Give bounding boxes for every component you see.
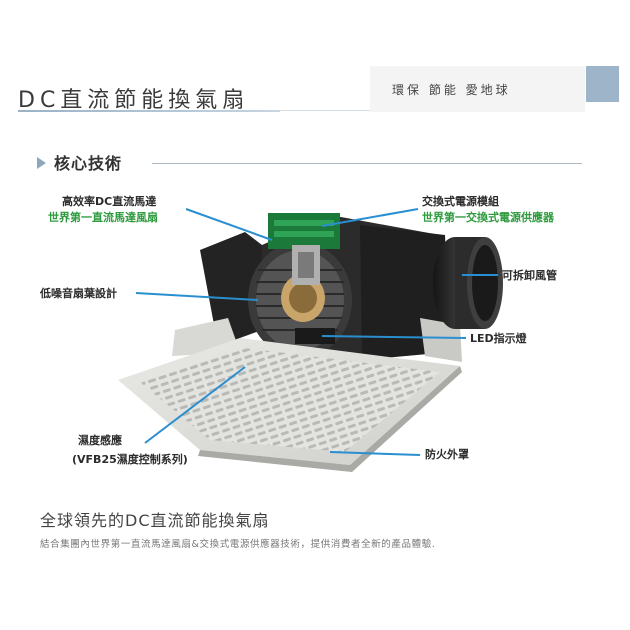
slogan-banner: [370, 66, 585, 112]
led-indicator: [295, 328, 335, 344]
label-duct: 可拆卸風管: [502, 269, 557, 282]
removable-duct: [433, 237, 503, 329]
label-dc-motor-sub: 世界第一直流馬達風扇: [48, 211, 158, 224]
section-title: 核心技術: [54, 154, 123, 173]
label-blade: 低噪音扇葉設計: [40, 287, 117, 300]
label-power-module-sub: 世界第一交換式電源供應器: [422, 211, 554, 224]
footer-description: 結合集團內世界第一直流馬達風扇&交換式電源供應器技術，提供消費者全新的產品體驗.: [40, 539, 436, 550]
dc-motor: [268, 213, 340, 285]
title-underline: [18, 110, 280, 112]
label-power-module: 交換式電源模組: [422, 195, 499, 208]
callout-lines: [135, 208, 498, 456]
page-title: DC直流節能換氣扇: [18, 88, 250, 113]
slogan-accent-block: [586, 66, 619, 102]
section-divider: [152, 163, 582, 164]
slogan-text: 環保 節能 愛地球: [392, 83, 511, 97]
label-led: LED指示燈: [470, 332, 527, 345]
title-underline-extension: [280, 110, 390, 111]
fire-resistant-grille: [118, 338, 462, 472]
label-grille: 防火外罩: [425, 448, 469, 461]
label-humidity: 濕度感應: [78, 434, 122, 447]
label-humidity-sub: (VFB25濕度控制系列): [72, 453, 188, 466]
label-dc-motor: 高效率DC直流馬達: [62, 195, 157, 208]
triangle-marker-icon: [37, 157, 46, 169]
footer-heading: 全球領先的DC直流節能換氣扇: [40, 511, 270, 530]
